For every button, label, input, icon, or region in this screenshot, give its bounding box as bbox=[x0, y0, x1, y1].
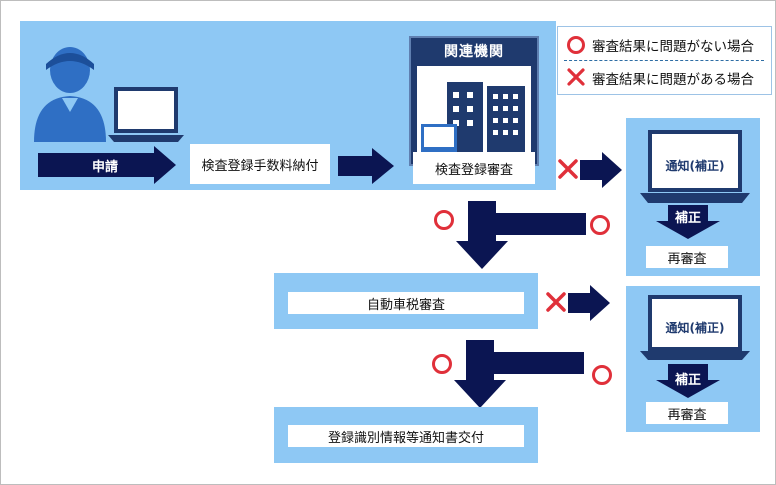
flow-arrow-icon bbox=[580, 152, 622, 188]
circle-ok-icon bbox=[434, 210, 454, 230]
inspection-review-box: 検査登録審査 bbox=[413, 152, 535, 184]
laptop-icon bbox=[108, 87, 184, 142]
re-review-box-2: 再審査 bbox=[646, 402, 728, 424]
circle-ok-icon bbox=[590, 215, 610, 235]
agency-badge: 関連機関 bbox=[409, 36, 539, 166]
correction-arrow-1 bbox=[656, 205, 720, 239]
correction-label-2: 補正 bbox=[674, 373, 701, 388]
correction-label-1: 補正 bbox=[674, 211, 701, 226]
legend-ok-label: 審査結果に問題がない場合 bbox=[592, 39, 754, 55]
laptop-icon bbox=[640, 130, 750, 203]
merge-arrow-2 bbox=[454, 340, 584, 408]
re-review-box-1: 再審査 bbox=[646, 246, 728, 268]
flow-arrow-icon bbox=[568, 285, 610, 321]
legend-divider bbox=[564, 60, 764, 61]
fee-payment-box: 検査登録手数料納付 bbox=[190, 144, 330, 184]
notice-screen-text-2: 通知(補正) bbox=[665, 321, 725, 335]
circle-ok-icon bbox=[592, 365, 612, 385]
correction-arrow-2 bbox=[656, 364, 720, 398]
notice-screen-text-1: 通知(補正) bbox=[665, 159, 725, 173]
apply-label: 申請 bbox=[91, 160, 118, 175]
legend: 審査結果に問題がない場合 審査結果に問題がある場合 bbox=[557, 26, 772, 95]
laptop-icon bbox=[640, 295, 750, 360]
legend-ng-row: 審査結果に問題がある場合 bbox=[558, 64, 771, 90]
vehicle-tax-review-box: 自動車税審査 bbox=[288, 292, 524, 314]
cross-ng-icon bbox=[546, 292, 566, 312]
person-icon bbox=[34, 47, 106, 142]
merge-arrow-1 bbox=[456, 201, 586, 269]
cross-ng-icon bbox=[558, 159, 578, 179]
circle-ok-icon bbox=[432, 354, 452, 374]
flow-arrow-icon bbox=[338, 148, 394, 184]
certificate-issue-box: 登録識別情報等通知書交付 bbox=[288, 425, 524, 447]
agency-title: 関連機関 bbox=[444, 44, 504, 60]
legend-ok-row: 審査結果に問題がない場合 bbox=[558, 31, 771, 57]
apply-arrow bbox=[38, 146, 176, 184]
cross-ng-icon bbox=[567, 68, 585, 86]
buildings-icon bbox=[421, 82, 525, 160]
agency-illustration bbox=[417, 66, 531, 162]
circle-ok-icon bbox=[567, 36, 585, 54]
legend-ng-label: 審査結果に問題がある場合 bbox=[592, 72, 754, 88]
